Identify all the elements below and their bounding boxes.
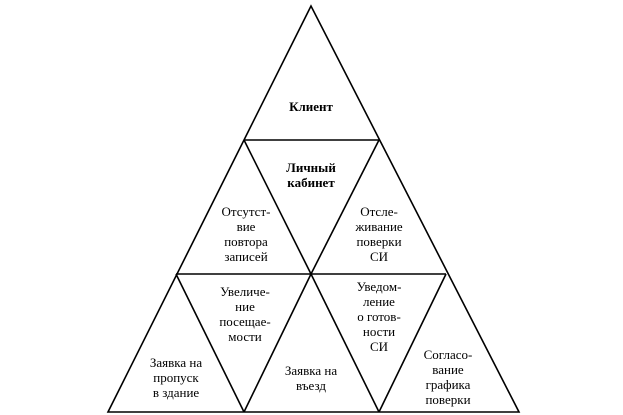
label-line: в здание	[153, 385, 200, 400]
label-line: Отсутст-	[222, 204, 271, 219]
label-line: Согласо-	[424, 347, 473, 362]
bottom-right-edge-1	[310, 273, 380, 413]
label-line: Увеличе-	[220, 284, 270, 299]
bottom-right-edge-2	[378, 273, 447, 413]
label-line: мости	[228, 329, 262, 344]
label-line: живание	[354, 219, 403, 234]
label-line: Уведом-	[357, 279, 402, 294]
label-client: Клиент	[289, 99, 333, 114]
label-line: вание	[432, 362, 464, 377]
label-line: СИ	[370, 339, 388, 354]
label-line: графика	[426, 377, 471, 392]
label-line: ние	[235, 299, 255, 314]
label-line: Клиент	[289, 99, 333, 114]
label-line: повтора	[224, 234, 268, 249]
pyramid-edges	[106, 4, 521, 413]
label-line: вие	[237, 219, 256, 234]
middle-right-inner-edge	[310, 139, 380, 275]
bottom-left-edge-1	[175, 273, 245, 413]
label-line: Личный	[286, 160, 336, 175]
label-line: Отсле-	[360, 204, 398, 219]
label-line: поверки	[356, 234, 401, 249]
label-line: Заявка на	[285, 363, 337, 378]
label-line: въезд	[296, 378, 326, 393]
middle-left-inner-edge	[243, 139, 312, 275]
bottom-left-edge-2	[243, 273, 312, 413]
label-line: поверки	[425, 392, 470, 407]
label-line: кабинет	[287, 175, 335, 190]
label-line: СИ	[370, 249, 388, 264]
label-line: Заявка на	[150, 355, 202, 370]
label-line: записей	[224, 249, 267, 264]
label-line: посещае-	[219, 314, 270, 329]
label-line: ление	[363, 294, 395, 309]
label-line: пропуск	[153, 370, 199, 385]
outer-triangle	[106, 4, 521, 413]
label-line: ности	[363, 324, 395, 339]
label-line: о готов-	[357, 309, 401, 324]
